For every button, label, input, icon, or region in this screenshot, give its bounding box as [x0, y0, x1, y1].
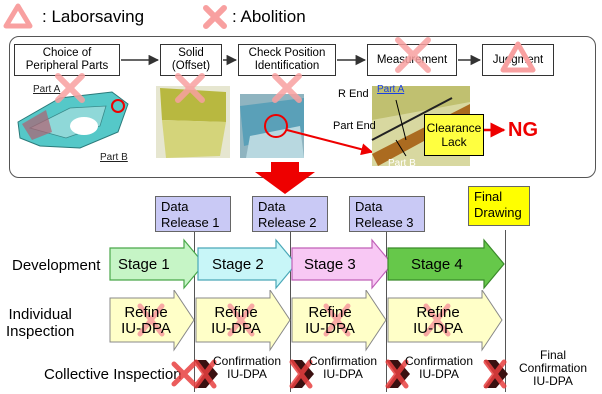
part-b-label: Part B: [100, 152, 128, 163]
photo-part-a-label: Part A: [377, 84, 405, 95]
big-down-arrow-icon: [255, 162, 315, 194]
individual-inspection-label: Individual Inspection: [6, 306, 75, 340]
laborsaving-label: : Laborsaving: [42, 7, 145, 26]
timeline-line-2: [290, 230, 291, 392]
step-check-position: Check Position Identification: [238, 44, 336, 76]
stage-1-arrow: [109, 238, 205, 290]
ng-label: NG: [508, 119, 538, 141]
collective-inspection-label: Collective Inspection: [44, 366, 182, 383]
timeline-line-3: [386, 230, 387, 392]
r-end-label: R End: [338, 88, 369, 100]
collective-cross-icon: [171, 359, 507, 389]
refine-2: Refine IU-DPA: [211, 304, 261, 337]
final-confirmation: Final Confirmation IU-DPA: [518, 348, 588, 388]
clearance-lack-box: Clearance Lack: [424, 114, 484, 156]
confirmation-3: Confirmation IU-DPA: [404, 354, 474, 381]
step-solid-offset: Solid (Offset): [160, 44, 222, 76]
part-end-label: Part End: [333, 120, 376, 132]
collective-arrows: [171, 359, 508, 389]
refine-arrows: [109, 290, 503, 352]
development-label: Development: [12, 257, 101, 274]
part-image-3: [240, 94, 374, 158]
part-image-2: [156, 86, 230, 158]
stage-2-label: Stage 2: [212, 256, 264, 273]
stage-4-label: Stage 4: [411, 256, 463, 273]
refine-cross-icon: [137, 303, 451, 337]
stage-3-arrow: [291, 238, 393, 290]
stage-1-label: Stage 1: [118, 256, 170, 273]
timeline-line-1: [194, 230, 195, 392]
photo-part-b-label: Part B: [388, 158, 416, 169]
legend: [3, 3, 227, 29]
stage-2-arrow: [197, 238, 297, 290]
confirmation-1: Confirmation IU-DPA: [212, 354, 282, 381]
timeline-line-4: [505, 230, 506, 392]
abolition-label: : Abolition: [232, 7, 306, 26]
part-a-label: Part A: [33, 84, 61, 95]
part-image-1: [17, 91, 129, 149]
stage-4-arrow: [387, 238, 505, 290]
refine-4: Refine IU-DPA: [413, 304, 463, 337]
laborsaving-triangle-icon: [3, 3, 33, 29]
refine-3: Refine IU-DPA: [305, 304, 355, 337]
data-release-1: Data Release 1: [155, 196, 231, 232]
confirmation-2: Confirmation IU-DPA: [308, 354, 378, 381]
cross-mark-icon: [55, 37, 431, 103]
step-choice-parts: Choice of Peripheral Parts: [14, 44, 120, 76]
refine-1: Refine IU-DPA: [121, 304, 171, 337]
stage-arrows: [109, 238, 505, 290]
abolition-cross-icon: [203, 5, 227, 29]
final-drawing: Final Drawing: [468, 186, 530, 226]
data-release-2: Data Release 2: [252, 196, 328, 232]
stage-3-label: Stage 3: [304, 256, 356, 273]
process-overlay: [17, 37, 536, 166]
judgment-triangle-icon: [500, 41, 536, 73]
data-release-3: Data Release 3: [349, 196, 425, 232]
refine-arrow-4: [387, 290, 503, 352]
